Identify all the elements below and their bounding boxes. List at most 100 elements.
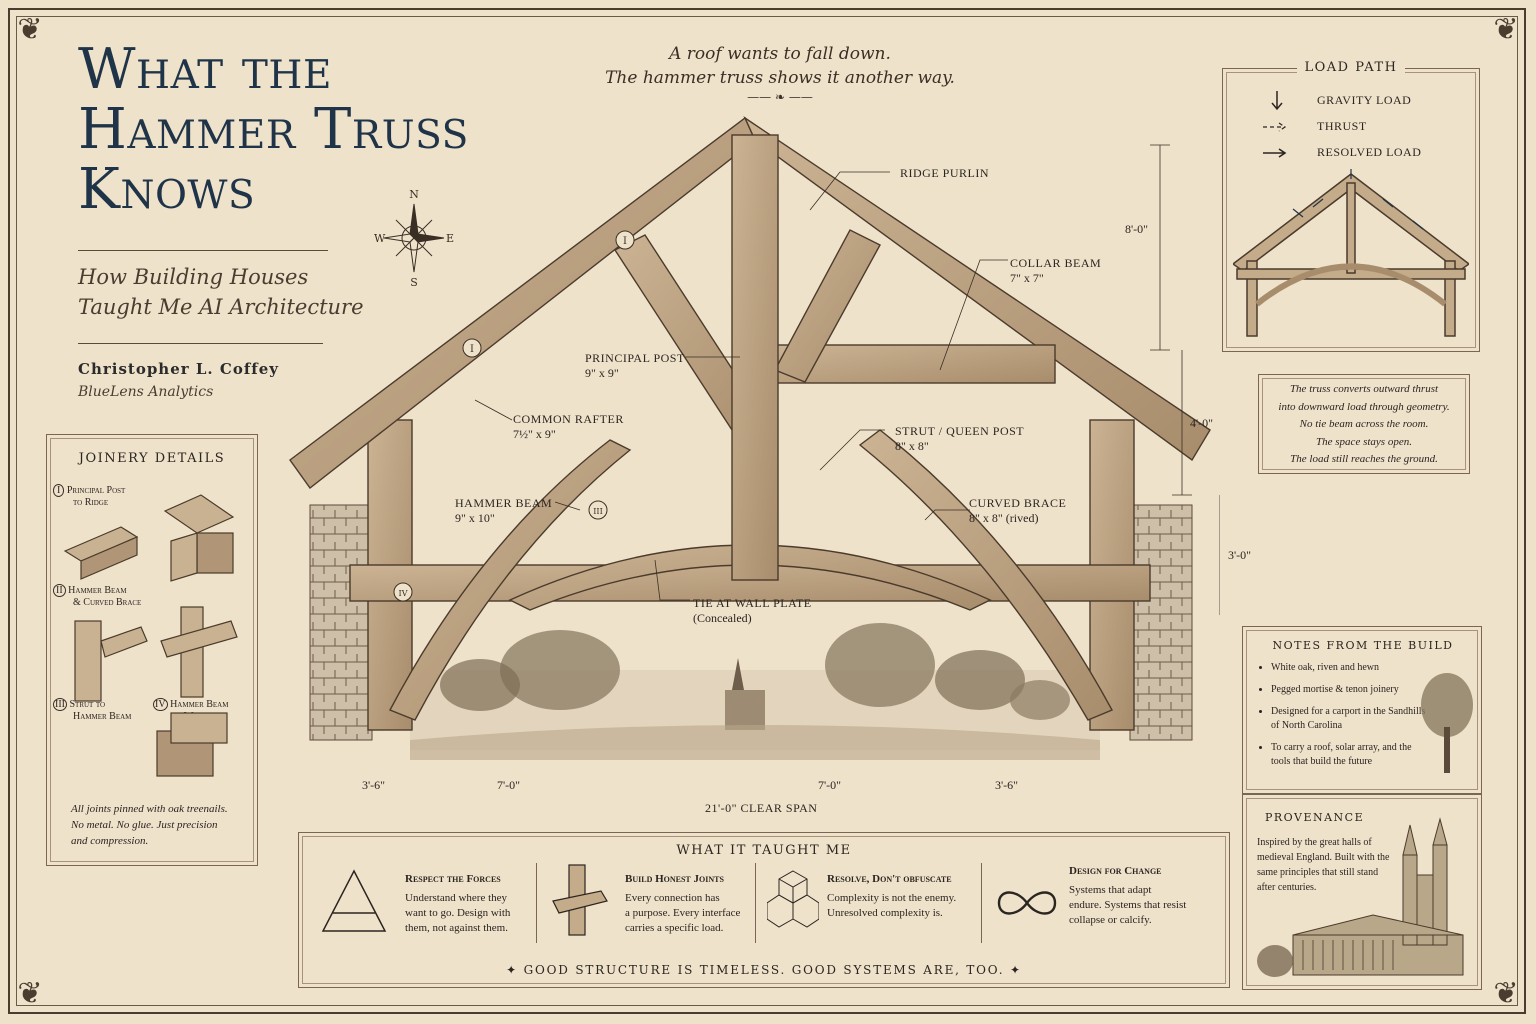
note-item: Designed for a carport in the Sandhills … — [1271, 705, 1431, 733]
label-ridge-purlin: Ridge Purlin — [900, 166, 989, 180]
note-item: To carry a roof, solar array, and the to… — [1271, 741, 1431, 769]
lesson-divider — [755, 863, 756, 943]
dim-height-low: 3'-0" — [1228, 548, 1252, 562]
infinity-icon — [997, 891, 1057, 915]
dim-height-mid: 4'-0" — [1190, 416, 1214, 430]
label-curved-brace: Curved Brace8" x 8" (rived) — [969, 496, 1067, 525]
label-common-rafter: Common Rafter7½" x 9" — [513, 412, 624, 441]
compass-w: W — [374, 232, 386, 245]
provenance-panel: Provenance Inspired by the great halls o… — [1242, 794, 1482, 990]
note-item: Pegged mortise & tenon joinery — [1271, 683, 1431, 697]
notes-title: Notes from the Build — [1272, 639, 1454, 652]
marker-i-lower: I — [470, 344, 474, 355]
lessons-footer: ✦ Good structure is timeless. Good syste… — [506, 963, 1022, 977]
load-note-line-1: The truss converts outward thrust — [1289, 383, 1439, 395]
dim-span-3: 7'-0" — [818, 778, 842, 792]
load-note-line-4: The space stays open. — [1316, 435, 1412, 448]
tagline-line-2: The hammer truss shows it another way. — [605, 68, 955, 88]
load-path-note: The truss converts outward thrust into d… — [1258, 374, 1470, 474]
label-tie-wall-plate: Tie at Wall Plate(Concealed) — [693, 596, 812, 625]
curved-brace-left — [389, 439, 632, 721]
company-name: BlueLens Analytics — [78, 384, 214, 400]
page-subtitle: How Building Houses Taught Me AI Archite… — [78, 265, 364, 319]
landscape-scene — [410, 623, 1100, 760]
corner-ornament-icon: ❦ — [17, 12, 43, 47]
lesson-3-body: Complexity is not the enemy. Unresolved … — [827, 892, 957, 919]
lesson-4-heading: Design for Change — [1069, 865, 1162, 877]
triangle-icon — [321, 869, 387, 932]
curved-arch — [508, 544, 992, 611]
compass-rose-icon: N S W E — [374, 188, 454, 289]
marker-i-upper: I — [623, 236, 627, 247]
joint-icon — [552, 864, 608, 936]
dim-span-4: 3'-6" — [995, 778, 1019, 792]
notes-list: White oak, riven and hewn Pegged mortise… — [1257, 661, 1431, 769]
compass-s: S — [410, 276, 418, 289]
joinery-title: Joinery Details — [78, 451, 226, 466]
joinery-note: All joints pinned with oak treenails. No… — [71, 803, 228, 847]
joinery-item-2: II Hammer Beam& Curved Brace — [53, 584, 141, 609]
load-path-mini-truss — [1233, 169, 1469, 337]
dim-span-1: 3'-6" — [362, 778, 386, 792]
load-path-panel: Load Path Gravity Load Thrust Resolved L… — [1222, 60, 1480, 352]
dim-height-top: 8'-0" — [1125, 222, 1149, 236]
curved-brace-right — [858, 429, 1113, 721]
compass-e: E — [446, 232, 454, 245]
title-divider — [78, 250, 328, 251]
cathedral-sketch — [1257, 817, 1464, 977]
lesson-3-heading: Resolve, Don't obfuscate — [827, 873, 952, 885]
dim-span-2: 7'-0" — [497, 778, 521, 792]
lesson-2-body: Every connection has a purpose. Every in… — [625, 892, 741, 934]
provenance-title: Provenance — [1265, 811, 1365, 824]
notes-panel: Notes from the Build White oak, riven an… — [1242, 626, 1482, 794]
lesson-divider — [536, 863, 537, 943]
lesson-4-body: Systems that adapt endure. Systems that … — [1069, 884, 1187, 926]
stone-pier-left — [309, 504, 373, 741]
lesson-2-heading: Build Honest Joints — [625, 873, 724, 885]
label-hammer-beam: Hammer Beam9" x 10" — [455, 496, 553, 525]
author-name: Christopher L. Coffey — [78, 360, 279, 378]
marker-iv: IV — [399, 589, 408, 598]
lessons-title: What It Taught Me — [676, 843, 852, 858]
lessons-panel: What It Taught Me Respect the Forces Und… — [298, 832, 1230, 988]
load-legend-arrows-icon — [1263, 91, 1287, 158]
corner-ornament-icon: ❦ — [17, 976, 43, 1011]
common-rafter-right — [743, 116, 1211, 462]
load-note-line-3: No tie beam across the room. — [1299, 418, 1429, 430]
tagline-line-1: A roof wants to fall down. — [669, 44, 891, 64]
legend-resolved: Resolved Load — [1317, 145, 1422, 159]
legend-gravity: Gravity Load — [1317, 93, 1412, 107]
dim-clear-span: 21'-0" Clear Span — [705, 801, 818, 815]
subtitle-divider — [78, 343, 323, 344]
outer-frame — [8, 8, 1526, 1014]
load-path-title: Load Path — [1223, 60, 1479, 75]
marker-iii: III — [593, 507, 602, 516]
page-title: What the Hammer Truss Knows — [78, 37, 469, 222]
footer-ornament-icon: ✦ — [506, 963, 524, 977]
load-note-line-2: into downward load through geometry. — [1278, 400, 1450, 413]
label-collar-beam: Collar Beam7" x 7" — [1010, 256, 1102, 285]
oak-tree-icon — [1421, 673, 1473, 773]
tagline: A roof wants to fall down. The hammer tr… — [560, 42, 1000, 104]
legend-thrust: Thrust — [1317, 119, 1367, 133]
lesson-1-heading: Respect the Forces — [405, 873, 501, 885]
corner-ornament-icon: ❦ — [1493, 976, 1519, 1011]
joinery-sketches — [63, 494, 238, 777]
stone-pier-right — [1129, 504, 1193, 741]
load-note-line-5: The load still reaches the ground. — [1290, 453, 1438, 465]
corner-ornament-icon: ❦ — [1493, 12, 1519, 47]
compass-n: N — [409, 188, 419, 201]
footer-ornament-icon: ✦ — [1004, 963, 1022, 977]
lesson-divider — [981, 863, 982, 943]
note-item: White oak, riven and hewn — [1271, 661, 1431, 675]
provenance-text: Inspired by the great halls of medieval … — [1257, 837, 1390, 893]
label-strut-queen-post: Strut / Queen Post8" x 8" — [895, 424, 1025, 453]
label-principal-post: Principal Post9" x 9" — [585, 351, 685, 380]
tagline-ornament-icon: —— ❧ —— — [747, 90, 813, 104]
inner-frame — [16, 16, 1518, 1006]
principal-post — [731, 134, 779, 581]
lesson-1-body: Understand where they want to go. Design… — [405, 892, 511, 934]
